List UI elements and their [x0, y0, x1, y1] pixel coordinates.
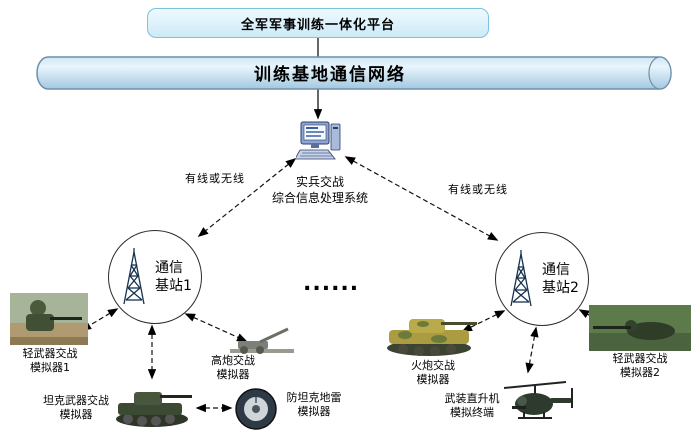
- more-stations-ellipsis: ......: [303, 271, 360, 296]
- light-weapon-simulator-2-label: 轻武器交战 模拟器2: [598, 352, 682, 380]
- antenna-tower-icon: [123, 248, 145, 305]
- sim-label-line: 模拟器: [59, 408, 93, 421]
- network-pipe: [36, 56, 672, 90]
- helicopter-terminal-image: [503, 381, 573, 419]
- antenna-tower-icon: [510, 250, 532, 307]
- base-station-1: 通信 基站1: [108, 230, 202, 324]
- platform-title-box: 全军军事训练一体化平台: [147, 8, 489, 38]
- platform-title: 全军军事训练一体化平台: [240, 17, 395, 33]
- light-weapon-simulator-1-label: 轻武器交战 模拟器1: [6, 347, 94, 375]
- artillery-simulator-image: [387, 319, 477, 356]
- base-station-2: 通信 基站2: [495, 232, 589, 326]
- network-pipe-label: 训练基地通信网络: [254, 65, 406, 85]
- artillery-simulator-label: 火炮交战 模拟器: [397, 359, 469, 387]
- sim-label-line: 模拟器: [216, 368, 250, 381]
- helicopter-terminal-label: 武装直升机 模拟终端: [432, 392, 512, 420]
- sim-label-line: 模拟器: [416, 373, 450, 386]
- sim-label-line: 模拟器: [297, 405, 331, 418]
- sim-label-line: 火炮交战: [411, 359, 455, 372]
- aa-gun-simulator-label: 高炮交战 模拟器: [195, 354, 271, 382]
- aa-gun-simulator-image: [230, 327, 294, 354]
- anti-tank-mine-simulator-label: 防坦克地雷 模拟器: [278, 391, 350, 419]
- sim-label-line: 模拟终端: [450, 406, 494, 419]
- sim-label-line: 武装直升机: [444, 392, 500, 405]
- processing-system-label: 实兵交战 综合信息处理系统: [258, 174, 382, 206]
- link-label-left: 有线或无线: [185, 172, 245, 185]
- light-weapon-simulator-1-image: [10, 293, 88, 345]
- station-label-line: 通信: [155, 260, 184, 276]
- sim-label-line: 防坦克地雷: [286, 391, 342, 404]
- sim-label-line: 高炮交战: [211, 354, 255, 367]
- processing-system-line2: 综合信息处理系统: [271, 191, 368, 205]
- link-label-right: 有线或无线: [448, 183, 508, 196]
- computer-icon: [296, 121, 341, 160]
- anti-tank-mine-simulator-image: [235, 388, 277, 430]
- station-label-line: 基站1: [155, 278, 192, 294]
- sim-label-line: 轻武器交战: [612, 352, 668, 365]
- sim-label-line: 模拟器2: [620, 366, 660, 379]
- processing-system-line1: 实兵交战: [295, 175, 344, 189]
- sim-label-line: 模拟器1: [30, 361, 70, 374]
- sim-label-line: 轻武器交战: [22, 347, 78, 360]
- tank-simulator-image: [116, 392, 192, 427]
- tank-simulator-label: 坦克武器交战 模拟器: [36, 394, 116, 422]
- base-station-1-label: 通信 基站1: [155, 259, 192, 295]
- base-station-2-label: 通信 基站2: [542, 261, 579, 297]
- light-weapon-simulator-2-image: [589, 305, 691, 351]
- station-label-line: 通信: [542, 262, 571, 278]
- sim-label-line: 坦克武器交战: [43, 394, 109, 407]
- station-label-line: 基站2: [542, 280, 579, 296]
